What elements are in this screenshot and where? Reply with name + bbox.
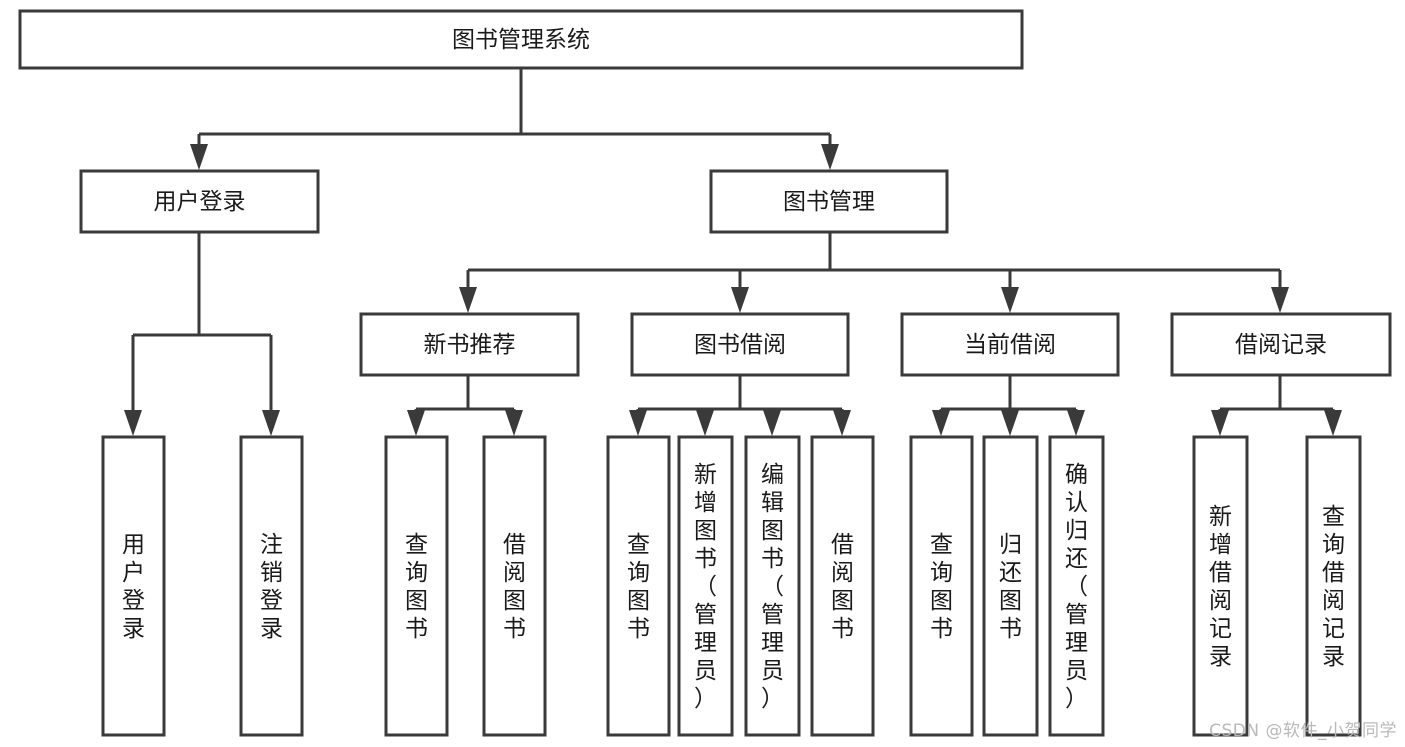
node-l3-new-book-recommend[interactable]: 新书推荐 xyxy=(359,312,580,377)
arrow-head-icon xyxy=(629,410,647,436)
arrow-head-icon xyxy=(1001,410,1019,436)
arrow-head-icon xyxy=(1067,410,1085,436)
node-leaf-leaf-add-borrow-record[interactable]: 新增借阅记录 xyxy=(1192,435,1249,737)
node-leaf-leaf-query-book-recommend[interactable]: 查询图书 xyxy=(384,435,449,737)
node-label: 图书借阅 xyxy=(694,332,786,358)
arrow-head-icon xyxy=(262,410,280,436)
node-leaf-leaf-edit-book-admin[interactable]: 编辑图书（管理员） xyxy=(744,435,801,737)
node-box xyxy=(359,312,580,377)
arrow-head-icon xyxy=(821,144,839,170)
node-leaf-leaf-confirm-return-admin[interactable]: 确认归还（管理员） xyxy=(1048,435,1105,737)
node-leaf-leaf-borrow-book-recommend[interactable]: 借阅图书 xyxy=(482,435,547,737)
node-box xyxy=(630,312,850,377)
node-l2-user-login[interactable]: 用户登录 xyxy=(79,169,320,234)
node-label: 新增借阅记录 xyxy=(1209,504,1232,670)
node-label: 借阅图书 xyxy=(831,532,854,642)
node-label: 确认归还（管理员） xyxy=(1065,462,1088,712)
node-box xyxy=(982,435,1039,737)
node-l3-book-borrow[interactable]: 图书借阅 xyxy=(630,312,850,377)
arrow-head-icon xyxy=(190,144,208,170)
node-label: 注销登录 xyxy=(260,532,283,642)
node-box xyxy=(744,435,801,737)
node-label: 借阅图书 xyxy=(503,532,526,642)
node-box xyxy=(606,435,671,737)
node-leaf-leaf-query-book-current[interactable]: 查询图书 xyxy=(909,435,974,737)
node-leaf-leaf-user-login[interactable]: 用户登录 xyxy=(101,435,166,737)
node-label: 查询图书 xyxy=(930,532,953,642)
node-root-root[interactable]: 图书管理系统 xyxy=(18,9,1024,70)
node-box xyxy=(909,435,974,737)
node-label: 用户登录 xyxy=(154,189,246,215)
arrow-head-icon xyxy=(459,287,477,313)
arrow-head-icon xyxy=(731,287,749,313)
arrow-head-icon xyxy=(1324,410,1342,436)
arrow-head-icon xyxy=(833,410,851,436)
node-label: 新增图书（管理员） xyxy=(694,462,717,712)
arrow-head-icon xyxy=(932,410,950,436)
node-box xyxy=(1048,435,1105,737)
node-leaf-leaf-add-book-admin[interactable]: 新增图书（管理员） xyxy=(677,435,734,737)
node-label: 新书推荐 xyxy=(424,332,516,358)
node-label: 查询借阅记录 xyxy=(1322,504,1345,670)
node-box xyxy=(810,435,875,737)
node-label: 查询图书 xyxy=(627,532,650,642)
node-label: 图书管理系统 xyxy=(452,27,590,53)
arrow-head-icon xyxy=(505,410,523,436)
node-l3-borrow-record[interactable]: 借阅记录 xyxy=(1170,312,1392,377)
node-label: 当前借阅 xyxy=(964,332,1056,358)
node-leaf-leaf-return-book[interactable]: 归还图书 xyxy=(982,435,1039,737)
node-box xyxy=(1170,312,1392,377)
node-box xyxy=(101,435,166,737)
node-label: 编辑图书（管理员） xyxy=(761,462,784,712)
arrow-head-icon xyxy=(763,410,781,436)
node-l3-current-borrow[interactable]: 当前借阅 xyxy=(900,312,1120,377)
node-leaf-leaf-borrow-book[interactable]: 借阅图书 xyxy=(810,435,875,737)
node-l2-book-manage[interactable]: 图书管理 xyxy=(709,169,949,234)
node-box xyxy=(239,435,304,737)
node-box xyxy=(79,169,320,234)
arrow-head-icon xyxy=(1001,287,1019,313)
node-box xyxy=(709,169,949,234)
node-leaf-leaf-query-borrow-record[interactable]: 查询借阅记录 xyxy=(1305,435,1362,737)
node-box xyxy=(1192,435,1249,737)
connectors-layer xyxy=(124,68,1342,436)
node-box xyxy=(384,435,449,737)
arrow-head-icon xyxy=(407,410,425,436)
node-box xyxy=(677,435,734,737)
arrow-head-icon xyxy=(1271,287,1289,313)
node-label: 借阅记录 xyxy=(1235,332,1327,358)
node-label: 查询图书 xyxy=(405,532,428,642)
node-box xyxy=(482,435,547,737)
arrow-head-icon xyxy=(1211,410,1229,436)
node-label: 归还图书 xyxy=(999,532,1022,642)
arrow-head-icon xyxy=(696,410,714,436)
node-box xyxy=(900,312,1120,377)
arrow-head-icon xyxy=(124,410,142,436)
node-leaf-leaf-user-logout[interactable]: 注销登录 xyxy=(239,435,304,737)
nodes-layer: 图书管理系统用户登录图书管理新书推荐图书借阅当前借阅借阅记录用户登录注销登录查询… xyxy=(18,9,1392,737)
node-label: 图书管理 xyxy=(783,189,875,215)
node-box xyxy=(18,9,1024,70)
node-box xyxy=(1305,435,1362,737)
node-label: 用户登录 xyxy=(122,532,145,642)
node-leaf-leaf-query-book-borrow[interactable]: 查询图书 xyxy=(606,435,671,737)
